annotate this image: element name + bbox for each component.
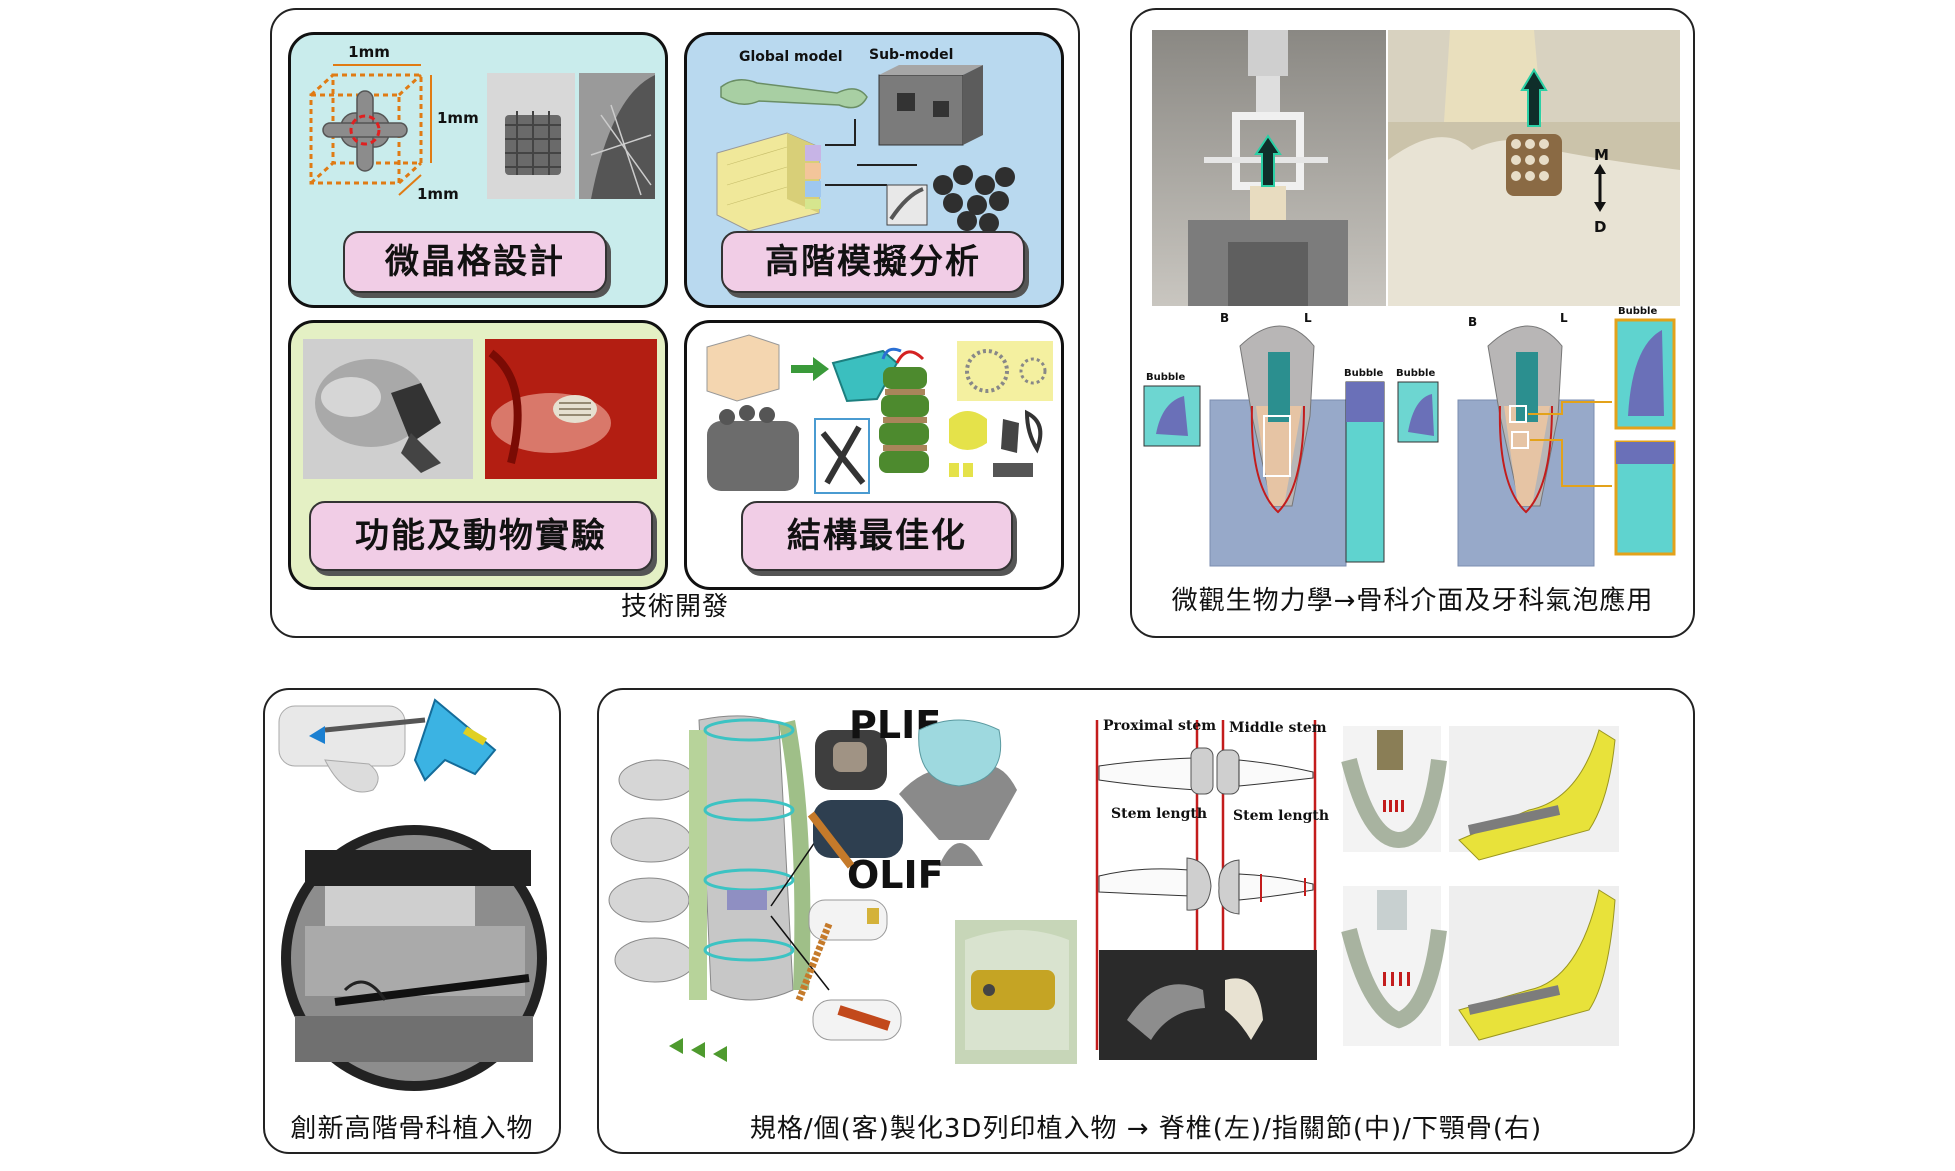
- biomech-panel-caption: 微觀生物力學→骨科介面及牙科氣泡應用: [1171, 586, 1654, 616]
- lattice-design-tile: 1mm 1mm 1mm 微晶格設計: [288, 32, 668, 308]
- global-model-label: Global model: [739, 49, 843, 65]
- bubble-label-4: Bubble: [1618, 306, 1657, 317]
- experiment-images: [303, 339, 657, 479]
- stem-length-left-label: Stem length: [1111, 806, 1207, 822]
- distal-label: D: [1594, 218, 1606, 236]
- optimization-tile: 結構最佳化: [684, 320, 1064, 590]
- implant-panel-caption: 規格/個(客)製化3D列印植入物 → 脊椎(左)/指關節(中)/下顎骨(右): [749, 1114, 1543, 1144]
- optimization-label: 結構最佳化: [741, 501, 1013, 571]
- buccal-left-label: B: [1220, 311, 1229, 325]
- sub-model-label: Sub-model: [869, 47, 953, 63]
- tooth-fe-models: B L Bubble Bubble Bubble B L Bubble: [1143, 306, 1676, 567]
- buccal-right-label: B: [1468, 315, 1477, 329]
- loading-test-photos: M D: [1152, 30, 1680, 306]
- middle-stem-label: Middle stem: [1229, 720, 1327, 736]
- tech-panel-caption: 技術開發: [620, 592, 729, 622]
- tech-development-panel: 1mm 1mm 1mm 微晶格設計: [270, 8, 1080, 638]
- topology-optimization-illustration: [706, 334, 1053, 494]
- ortho-implant-images: [278, 698, 549, 1091]
- orthopedic-implant-panel: 創新高階骨科植入物: [263, 688, 561, 1154]
- simulation-tile: Global model Sub-model: [684, 32, 1064, 308]
- mesial-label: M: [1594, 146, 1609, 164]
- lattice-unit-cell-illustration: 1mm 1mm 1mm: [309, 43, 655, 203]
- stem-length-right-label: Stem length: [1233, 808, 1329, 824]
- global-submodel-illustration: Global model Sub-model: [716, 47, 1015, 233]
- olif-label: OLIF: [847, 853, 944, 897]
- dim-right-label: 1mm: [437, 109, 479, 127]
- lattice-design-label: 微晶格設計: [343, 231, 607, 293]
- experiment-label: 功能及動物實驗: [309, 501, 653, 571]
- simulation-label: 高階模擬分析: [721, 231, 1025, 293]
- ortho-panel-caption: 創新高階骨科植入物: [290, 1114, 534, 1144]
- bubble-label-2: Bubble: [1344, 368, 1383, 379]
- printed-implant-panel: PLIF OLIF Proximal stem Middle stem Stem…: [597, 688, 1695, 1154]
- experiment-tile: 功能及動物實驗: [288, 320, 668, 590]
- implant-illustrations: PLIF OLIF Proximal stem Middle stem Stem…: [608, 703, 1619, 1064]
- lingual-left-label: L: [1304, 311, 1312, 325]
- biomechanics-panel: M D B L Bubble Bubble Bubble B L Bubb: [1130, 8, 1695, 638]
- bubble-label-3: Bubble: [1396, 368, 1435, 379]
- lingual-right-label: L: [1560, 311, 1568, 325]
- proximal-stem-label: Proximal stem: [1103, 718, 1216, 734]
- dim-bottom-label: 1mm: [417, 185, 459, 203]
- dim-top-label: 1mm: [348, 43, 390, 61]
- bubble-label-1: Bubble: [1146, 372, 1185, 383]
